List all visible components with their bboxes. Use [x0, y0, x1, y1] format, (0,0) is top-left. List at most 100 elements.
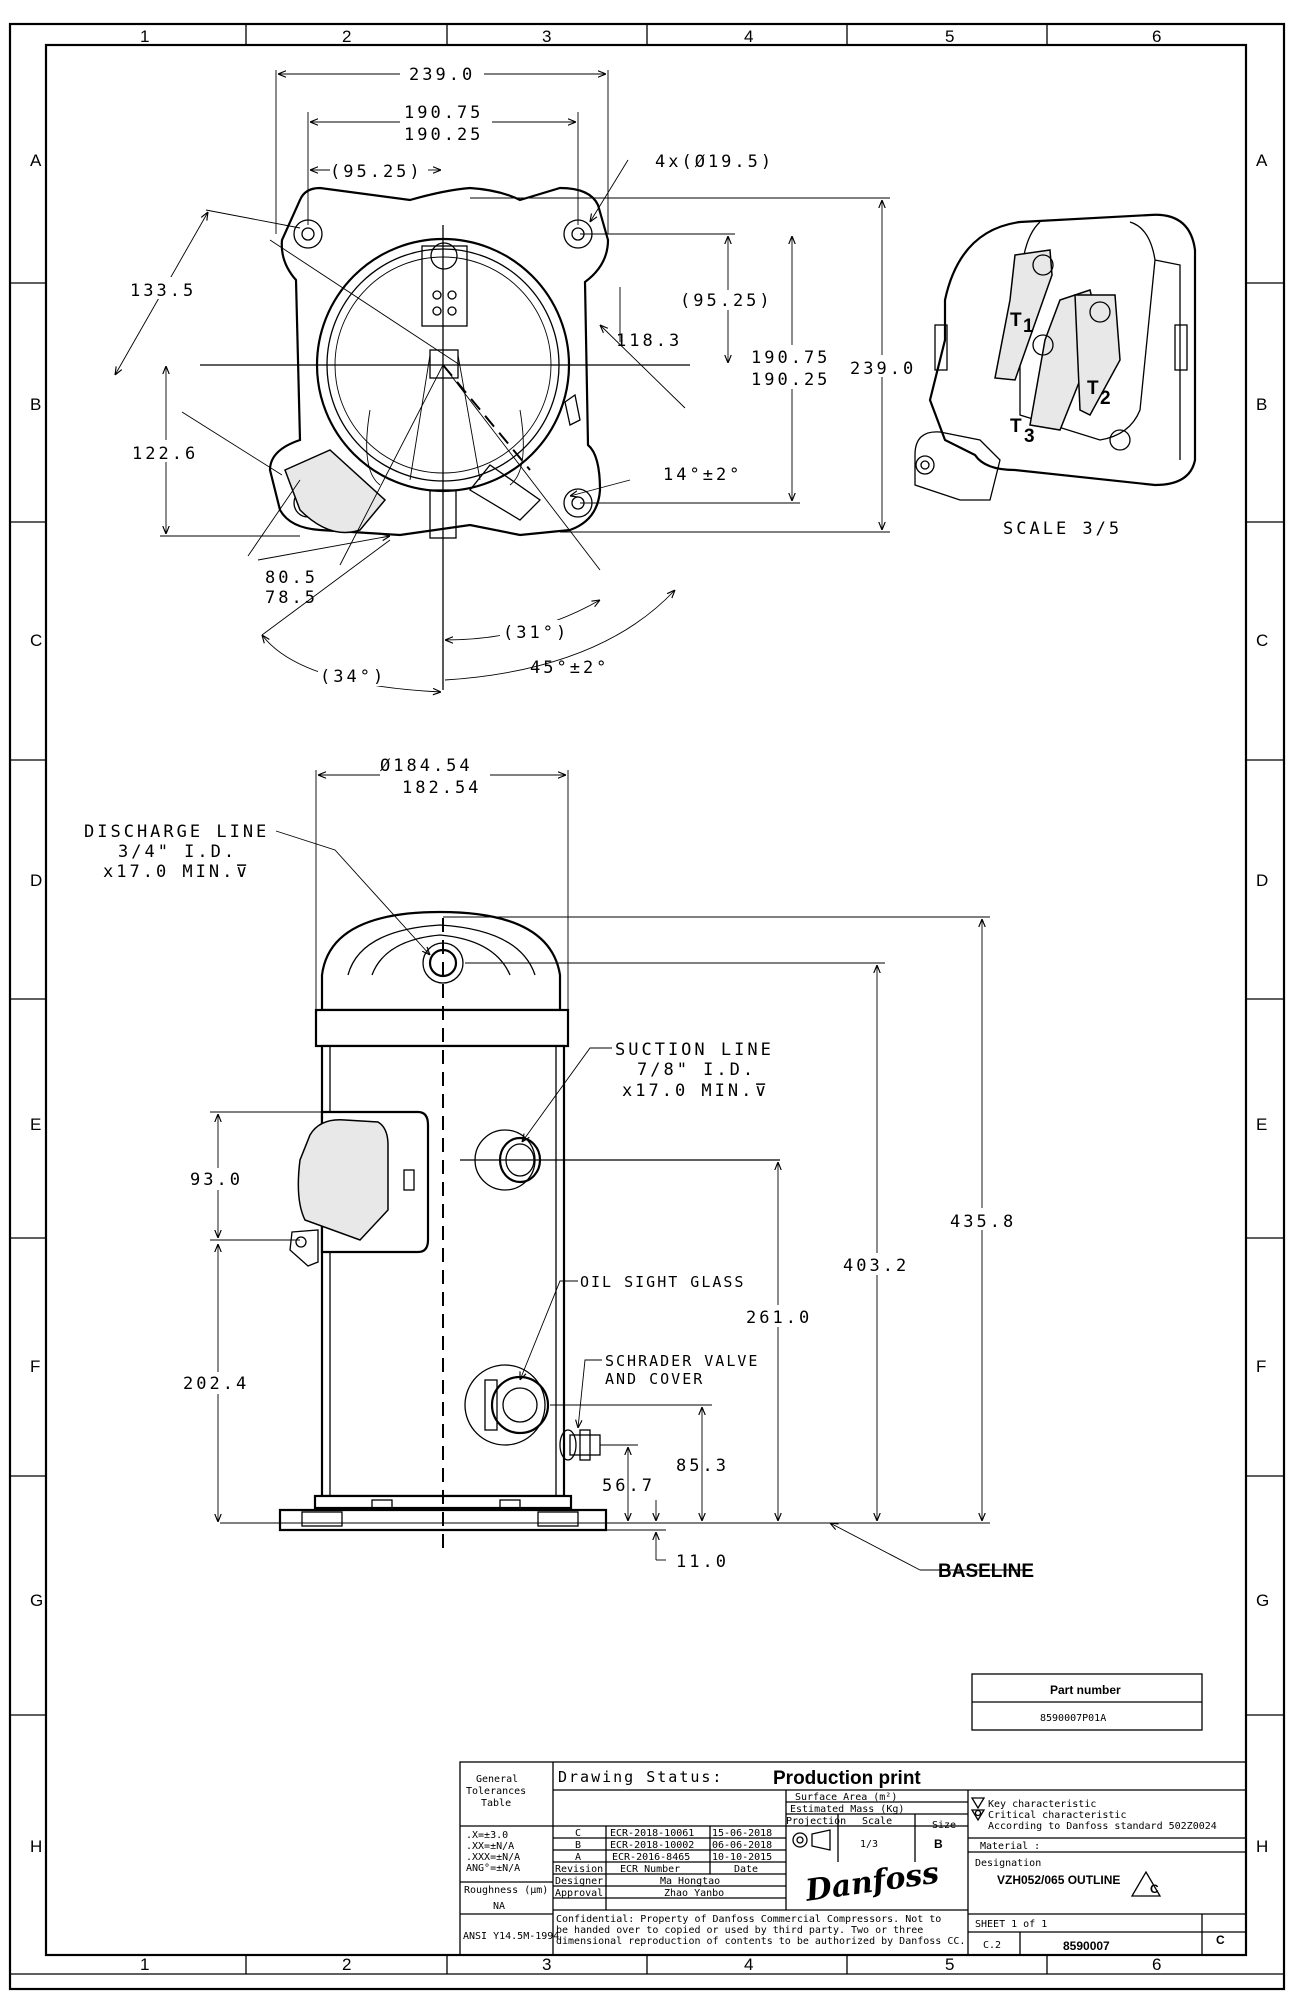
general-1: General [476, 1774, 518, 1785]
terminal-box-detail: T 1 T 2 T 3 SCALE 3/5 [914, 213, 1197, 539]
designer-label: Designer [555, 1876, 603, 1887]
ansi-standard: ANSI Y14.5M-1994 [463, 1931, 559, 1942]
dim-11: 11.0 [676, 1552, 729, 1572]
terminal-t1: T [1010, 310, 1022, 331]
tolerance-4: ANG°=±N/A [466, 1863, 520, 1874]
drawing-number: 8590007 [1063, 1939, 1110, 1953]
dim-261: 261.0 [746, 1308, 812, 1328]
dim-half-mount: (95.25) [330, 162, 423, 182]
zone-row-a-right: A [1256, 151, 1268, 170]
confidential-1: Confidential: Property of Danfoss Commer… [556, 1914, 941, 1925]
terminal-t3-sub: 3 [1024, 426, 1035, 447]
drawing-frame: 1 2 3 4 5 6 1 2 3 4 5 6 A B C D E F G H … [8, 22, 1286, 1991]
bottom-fittings [284, 393, 581, 539]
designation-rev: C [1150, 1882, 1159, 1896]
dim-d78: 78.5 [265, 588, 318, 608]
according-standard: According to Danfoss standard 502Z0024 [988, 1821, 1217, 1832]
rev-b: B [575, 1840, 581, 1851]
zone-col-2: 2 [342, 27, 351, 46]
zone-row-d: D [30, 871, 42, 890]
dim-angle-45: 45°±2° [530, 658, 609, 678]
zone-col-6-bottom: 6 [1152, 1955, 1161, 1974]
sheet-c2: C.2 [983, 1940, 1001, 1951]
zone-col-5: 5 [945, 27, 954, 46]
zone-row-e: E [30, 1115, 41, 1134]
tolerance-1: .X=±3.0 [466, 1830, 508, 1841]
scale-value: 1/3 [860, 1839, 878, 1850]
estimated-mass: Estimated Mass (Kg) [790, 1804, 904, 1815]
discharge-port-top [421, 242, 468, 327]
date-b: 06-06-2018 [712, 1840, 772, 1851]
status-value: Production print [773, 1768, 921, 1789]
dim-mount-lower: 190.25 [404, 125, 483, 145]
date-header: Date [734, 1864, 758, 1875]
schrader-label-2: AND COVER [605, 1370, 704, 1388]
zone-row-c: C [30, 631, 42, 650]
size-label: Size [932, 1820, 956, 1831]
top-view: 239.0 190.75 190.25 (95.25) 4x(Ø19.5) 13… [115, 62, 918, 692]
rev-a: A [575, 1852, 581, 1863]
dim-d80: 80.5 [265, 568, 318, 588]
zone-row-f-right: F [1256, 1357, 1266, 1376]
general-3: Table [481, 1798, 511, 1809]
zone-col-2-bottom: 2 [342, 1955, 351, 1974]
zone-row-h: H [30, 1837, 42, 1856]
ecr-b: ECR-2018-10002 [610, 1840, 694, 1851]
rev-header: Revision [555, 1864, 603, 1875]
dim-dia-lower: 182.54 [402, 778, 481, 798]
dim-403: 403.2 [843, 1256, 909, 1276]
terminal-t1-sub: 1 [1023, 316, 1034, 337]
zone-row-g-right: G [1256, 1591, 1269, 1610]
size-value: B [934, 1837, 943, 1851]
zone-row-b-right: B [1256, 395, 1267, 414]
dim-left-offset: 122.6 [132, 444, 198, 464]
status-label: Drawing Status: [558, 1768, 723, 1786]
date-a: 10-10-2015 [712, 1852, 772, 1863]
zone-col-1: 1 [140, 27, 149, 46]
zone-row-e-right: E [1256, 1115, 1267, 1134]
confidential-3: dimensional reproduction of contents to … [556, 1936, 965, 1947]
zone-row-c-right: C [1256, 631, 1268, 650]
dim-435: 435.8 [950, 1212, 1016, 1232]
suction-label-1: SUCTION LINE [615, 1040, 774, 1060]
zone-col-4-bottom: 4 [744, 1955, 753, 1974]
part-number-label: Part number [1050, 1683, 1121, 1697]
dim-right-upper: 190.75 [751, 348, 830, 368]
dim-dia-upper: Ø184.54 [380, 756, 473, 776]
suction-label-3: x17.0 MIN.⊽ [622, 1081, 770, 1101]
suction-label-2: 7/8" I.D. [637, 1060, 756, 1080]
zone-row-b: B [30, 395, 41, 414]
designation-value: VZH052/065 OUTLINE [997, 1873, 1120, 1887]
side-view: Ø184.54 182.54 DISCHARGE LINE 3/4" I.D. … [84, 755, 1034, 1582]
zone-col-6: 6 [1152, 27, 1161, 46]
dim-holes: 4x(Ø19.5) [655, 152, 774, 172]
terminal-scale: SCALE 3/5 [1003, 519, 1122, 539]
roughness-value: NA [493, 1901, 505, 1912]
zone-col-3-bottom: 3 [542, 1955, 551, 1974]
ecr-c: ECR-2018-10061 [610, 1828, 694, 1839]
sheet-count: SHEET 1 of 1 [975, 1919, 1047, 1930]
scale-label: Scale [862, 1816, 892, 1827]
zone-row-f: F [30, 1357, 40, 1376]
terminal-t3: T [1010, 416, 1022, 437]
designer-name: Ma Hongtao [660, 1876, 720, 1887]
discharge-label-3: x17.0 MIN.⊽ [103, 862, 251, 882]
schrader-valve [559, 1429, 601, 1461]
dim-202: 202.4 [183, 1374, 249, 1394]
zone-row-a: A [30, 151, 42, 170]
zone-col-3: 3 [542, 27, 551, 46]
general-2: Tolerances [466, 1786, 526, 1797]
ecr-header: ECR Number [620, 1864, 680, 1875]
drawing-rev: C [1216, 1933, 1225, 1947]
baseline-label: BASELINE [938, 1561, 1034, 1582]
danfoss-logo: Danfoss [803, 1856, 942, 1909]
tolerance-3: .XXX=±N/A [466, 1852, 520, 1863]
rev-c: C [575, 1828, 581, 1839]
tolerance-2: .XX=±N/A [466, 1841, 514, 1852]
date-c: 15-06-2018 [712, 1828, 772, 1839]
dim-angle-31: (31°) [503, 623, 569, 643]
part-number-value: 8590007P01A [1040, 1713, 1106, 1724]
terminal-t2-sub: 2 [1100, 388, 1111, 409]
zone-col-4: 4 [744, 27, 753, 46]
